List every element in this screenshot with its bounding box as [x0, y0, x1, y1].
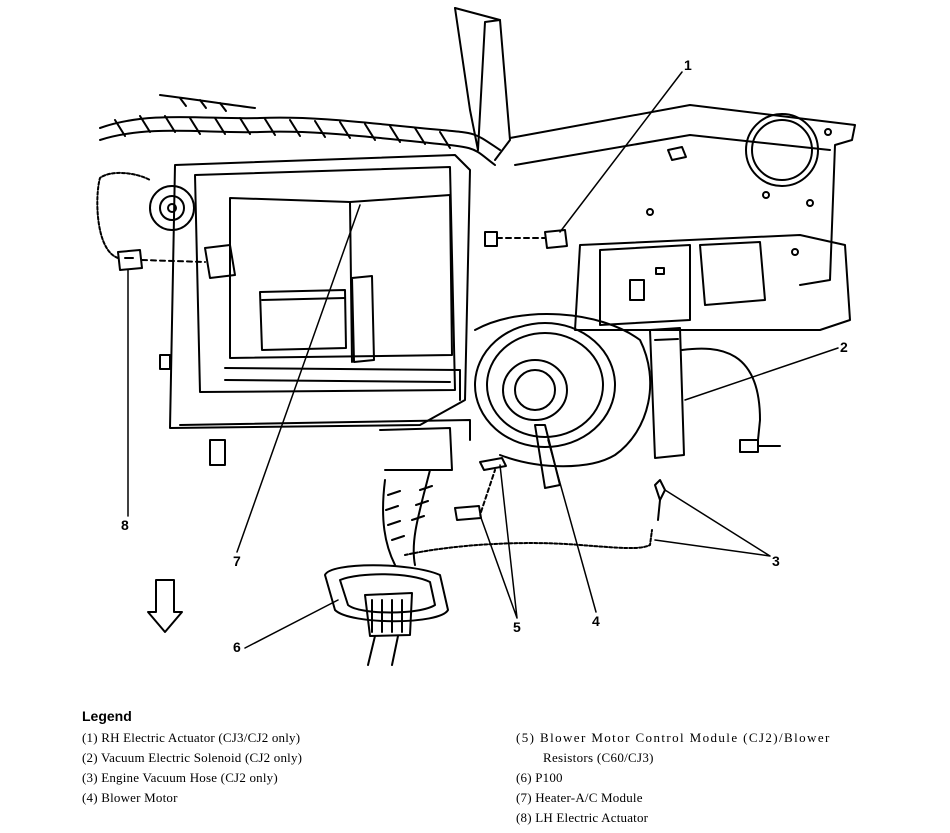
- legend-item-3: (3) Engine Vacuum Hose (CJ2 only): [82, 770, 278, 785]
- leader-lines: [127, 71, 839, 649]
- vacuum-electric-solenoid: [649, 327, 781, 459]
- legend-item-7: (7) Heater-A/C Module: [516, 790, 643, 805]
- engine-vacuum-hose: [404, 479, 666, 556]
- legend-item-6: (6) P100: [516, 770, 563, 785]
- legend-item-2: (2) Vacuum Electric Solenoid (CJ2 only): [82, 750, 303, 765]
- rh-electric-actuator: [484, 229, 851, 331]
- legend-item-5: (5) Blower Motor Control Module (CJ2)/Bl…: [516, 728, 916, 768]
- legend-title: Legend: [82, 708, 132, 724]
- legend-item-5-line1: (5) Blower Motor Control Module (CJ2)/Bl…: [516, 730, 831, 745]
- callout-8: 8: [121, 517, 129, 533]
- callout-5: 5: [513, 619, 521, 635]
- blower-motor: [474, 312, 652, 489]
- p100-connector: [324, 469, 449, 666]
- callout-1: 1: [684, 57, 692, 73]
- legend-item-4: (4) Blower Motor: [82, 790, 178, 805]
- dash-support-panel: [509, 104, 856, 286]
- callout-7: 7: [233, 553, 241, 569]
- legend-item-8: (8) LH Electric Actuator: [516, 810, 649, 825]
- callout-3: 3: [772, 553, 780, 569]
- callout-4: 4: [592, 613, 600, 629]
- legend-item-1: (1) RH Electric Actuator (CJ3/CJ2 only): [82, 730, 301, 745]
- orientation-arrow-icon: [147, 579, 183, 633]
- wiring-harness: [99, 94, 501, 166]
- legend-column-left: (1) RH Electric Actuator (CJ3/CJ2 only) …: [82, 728, 482, 808]
- legend-item-5-line2: Resistors (C60/CJ3): [543, 750, 654, 765]
- steering-column-brace: [454, 7, 511, 161]
- callout-2: 2: [840, 339, 848, 355]
- legend-column-right: (5) Blower Motor Control Module (CJ2)/Bl…: [516, 728, 916, 828]
- callout-6: 6: [233, 639, 241, 655]
- hvac-component-diagram: 1 2 3 4 5 6 7 8: [96, 7, 856, 666]
- blower-motor-control-module: [454, 457, 507, 521]
- legend: Legend (1) RH Electric Actuator (CJ3/CJ2…: [82, 708, 922, 833]
- lh-electric-actuator: [96, 172, 236, 279]
- heater-ac-module: [159, 154, 471, 471]
